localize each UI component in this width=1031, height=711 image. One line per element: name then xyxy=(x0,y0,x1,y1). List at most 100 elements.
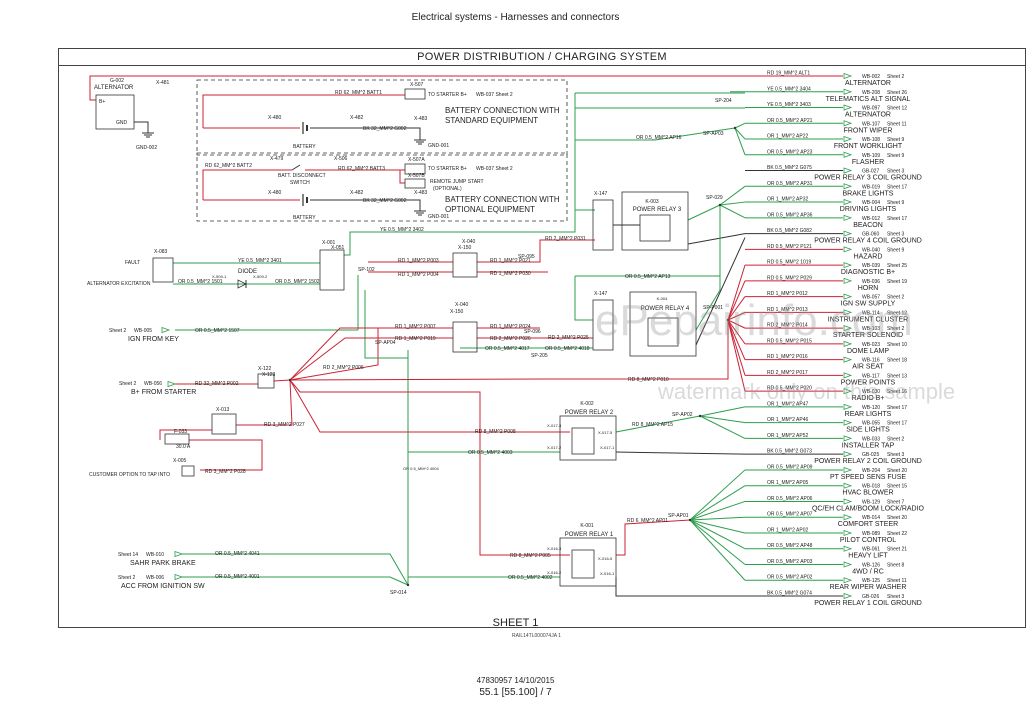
signal-sheet: Sheet 2 xyxy=(119,381,136,387)
output-connector-arrow xyxy=(843,230,853,237)
output-label: FLASHER xyxy=(852,159,884,166)
output-wire-label: OR 1_MM^2 AP05 xyxy=(767,480,808,486)
connector-x482: X-482 xyxy=(350,115,364,121)
output-wire-label: BK 0.5_MM^2 G074 xyxy=(767,591,812,597)
relay-connector: X-016-2 xyxy=(547,570,562,575)
signal-connector-arrow xyxy=(161,326,171,334)
output-connector-arrow xyxy=(843,529,853,537)
starter-sheet: WB-037 Sheet 2 xyxy=(476,92,513,98)
wire-label: RD 8_MM^2 P005 xyxy=(510,553,551,559)
output-wire-label: OR 0.5_MM^2 AP21 xyxy=(767,118,813,124)
alternator-gnd-wire xyxy=(134,121,149,128)
p008-wire xyxy=(289,379,570,433)
output-harness-id: WB-039 xyxy=(862,263,880,269)
signal-harness: WB-005 xyxy=(134,328,152,334)
output-wire-label: OR 0.5_MM^2 AP23 xyxy=(767,149,813,155)
splice-dot xyxy=(688,518,692,522)
wire-label: RD 1_MM^2 P019 xyxy=(395,336,436,342)
output-connector-arrow xyxy=(843,120,853,127)
relay4-gnd xyxy=(695,237,746,346)
remote-label: (OPTIONAL) xyxy=(433,186,462,192)
fan-wire xyxy=(719,201,746,206)
relay4-feed xyxy=(574,276,593,321)
output-harness-id: WB-023 xyxy=(862,342,880,348)
output-sheet-ref: Sheet 15 xyxy=(887,484,907,490)
wire-label: RD 2_MM^2 P026 xyxy=(490,336,531,342)
fan-wire xyxy=(689,485,746,521)
output-label: DRIVING LIGHTS xyxy=(840,206,897,213)
opt-gnd-wire xyxy=(310,199,421,206)
fan-wire xyxy=(699,415,746,424)
p028-wire xyxy=(189,439,263,471)
wire-label: OR 0.5_MM^2 1502 xyxy=(275,279,320,285)
alternator-bplus: B+ xyxy=(99,99,105,105)
relay-id: K-001 xyxy=(580,523,594,529)
output-wire-label: OR 0.5_MM^2 AP09 xyxy=(767,464,813,470)
output-sheet-ref: Sheet 3 xyxy=(887,169,904,175)
wire-label: YE 0.5_MM^2 3402 xyxy=(380,227,424,233)
connector-x507b xyxy=(404,178,426,189)
fan-wire xyxy=(727,296,746,321)
output-label: PT SPEED SENS FUSE xyxy=(830,474,906,481)
output-label: INSTALLER TAP xyxy=(842,442,895,449)
component-layer xyxy=(95,72,853,600)
output-harness-id: WB-019 xyxy=(862,184,880,190)
output-wire-label: OR 0.5_MM^2 AP31 xyxy=(767,181,813,187)
output-harness-id: GB-025 xyxy=(862,452,879,458)
splice-dot xyxy=(698,414,702,418)
output-label: REAR WIPER WASHER xyxy=(830,584,907,591)
output-wire-label: OR 1_MM^2 AP22 xyxy=(767,134,808,140)
output-connector-arrow xyxy=(843,419,853,426)
connector-x013-label: X-013 xyxy=(216,407,230,413)
relay1-out xyxy=(616,519,691,556)
fault-label: FAULT xyxy=(125,260,140,266)
fan-wire xyxy=(699,406,746,417)
wire-label: RD 1_MM^2 P030 xyxy=(490,271,531,277)
output-wire-label: OR 1_MM^2 AP02 xyxy=(767,527,808,533)
output-sheet-ref: Sheet 12 xyxy=(887,310,907,316)
signal-label: IGN FROM KEY xyxy=(128,336,179,343)
starter-sheet: WB-037 Sheet 2 xyxy=(476,166,513,172)
output-connector-arrow xyxy=(843,214,853,221)
starter-label: TO STARTER B+ xyxy=(428,166,467,172)
battery-label: BATTERY xyxy=(293,215,316,221)
output-label: COMFORT STEER xyxy=(838,521,898,528)
relay-connector: X-147 xyxy=(594,191,608,197)
output-sheet-ref: Sheet 13 xyxy=(887,373,907,379)
output-sheet-ref: Sheet 17 xyxy=(887,421,907,427)
fan-wire xyxy=(689,516,746,521)
wire-label: RD 62_MM^2 BATT3 xyxy=(338,166,385,172)
disconnect-label: SWITCH xyxy=(290,180,310,186)
connector-x480: X-480 xyxy=(268,115,282,121)
disconnect-switch xyxy=(291,164,301,171)
splice-spap04: SP-AP04 xyxy=(375,340,396,346)
connector-x507a-label: X-507A xyxy=(408,157,425,163)
batt-gnd-wire xyxy=(310,127,421,135)
output-sheet-ref: Sheet 10 xyxy=(887,342,907,348)
diode-label: DIODE xyxy=(238,269,257,275)
ground-label: GND-001 xyxy=(428,143,449,149)
output-sheet-ref: Sheet 3 xyxy=(887,452,904,458)
fan-wire xyxy=(734,127,746,140)
relay-connector: X-016-5 xyxy=(598,556,613,561)
relay2-gnd xyxy=(615,451,746,455)
output-harness-id: WB-108 xyxy=(862,137,880,143)
signal-label: ACC FROM IGNITION SW xyxy=(121,583,205,590)
signal-connector-arrow xyxy=(167,380,177,388)
output-harness-id: WB-109 xyxy=(862,153,880,159)
output-wire-label: RD 0.5_MM^2 P015 xyxy=(767,338,812,344)
relay-id: K-003 xyxy=(645,199,659,205)
connector-x150-label: X-150 xyxy=(458,245,472,251)
splice-spap02: SP-AP02 xyxy=(672,412,693,418)
wire-label: RD 8_MM^2 P008 xyxy=(475,429,516,435)
starter-label: TO STARTER B+ xyxy=(428,92,467,98)
sheet-label: SHEET 1 xyxy=(492,617,539,629)
output-label: AIR SEAT xyxy=(852,364,884,371)
wire-label: OR 0.5_MM^2 4003 xyxy=(468,450,513,456)
splice-dot xyxy=(726,318,730,322)
connector-x507a xyxy=(404,163,426,175)
output-label: FRONT WORKLIGHT xyxy=(834,143,903,150)
signal-sheet: Sheet 2 xyxy=(109,328,126,334)
p010-wire xyxy=(289,320,729,381)
